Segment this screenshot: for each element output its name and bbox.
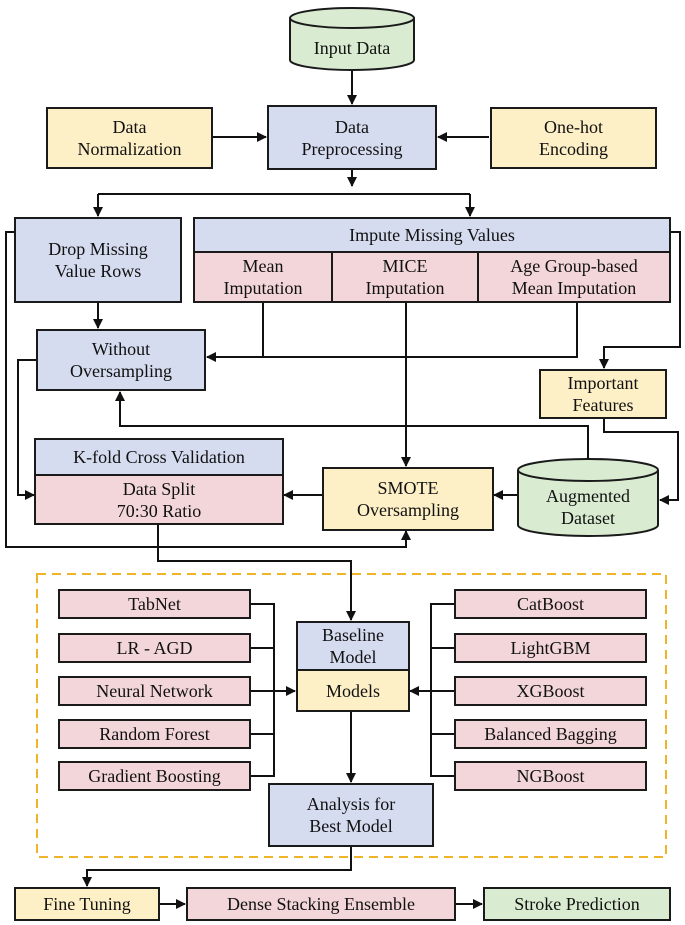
arrow-split-to-baseline <box>157 525 356 621</box>
important-features-box: Important Features <box>539 369 667 419</box>
arrow-analysis-to-finetuning <box>82 847 352 887</box>
arrow-without-to-split <box>17 359 36 500</box>
analysis-best-model-box: Analysis for Best Model <box>268 783 434 847</box>
fine-tuning-box: Fine Tuning <box>14 887 160 921</box>
stroke-prediction-box: Stroke Prediction <box>483 887 671 921</box>
model-box-right-1: CatBoost <box>454 589 647 619</box>
models-box: Models <box>296 669 410 712</box>
augmented-dataset-cylinder <box>517 458 659 537</box>
mean-imputation-box: Mean Imputation <box>193 251 333 303</box>
model-box-right-5: NGBoost <box>454 761 647 791</box>
baseline-model-box: Baseline Model <box>296 621 410 671</box>
impute-missing-values-box: Impute Missing Values <box>193 217 671 253</box>
model-region-dashed-border <box>36 573 667 858</box>
kfold-cross-validation-box: K-fold Cross Validation <box>34 438 284 476</box>
data-normalization-box: Data Normalization <box>46 107 213 169</box>
model-box-left-1: TabNet <box>58 589 251 619</box>
model-box-right-4: Balanced Bagging <box>454 719 647 749</box>
arrow-drop-to-smote <box>5 231 411 548</box>
model-box-right-3: XGBoost <box>454 676 647 706</box>
arrow-imputations-to-without <box>206 303 578 362</box>
arrow-features-to-augmented <box>603 418 679 505</box>
model-box-left-5: Gradient Boosting <box>58 761 251 791</box>
arrow-augmented-to-without <box>115 391 589 459</box>
drop-missing-rows-box: Drop Missing Value Rows <box>14 217 182 303</box>
mice-imputation-box: MICE Imputation <box>331 251 479 303</box>
smote-oversampling-box: SMOTE Oversampling <box>322 467 494 531</box>
without-oversampling-box: Without Oversampling <box>36 329 206 391</box>
data-preprocessing-box: Data Preprocessing <box>267 105 437 170</box>
model-box-right-2: LightGBM <box>454 633 647 663</box>
augmented-dataset-label: Augmented Dataset <box>546 486 630 528</box>
dense-stacking-ensemble-box: Dense Stacking Ensemble <box>186 887 456 921</box>
input-data-label: Input Data <box>313 38 391 58</box>
one-hot-encoding-box: One-hot Encoding <box>490 107 657 169</box>
age-group-imputation-box: Age Group-based Mean Imputation <box>477 251 671 303</box>
model-box-left-2: LR - AGD <box>58 633 251 663</box>
input-data-cylinder <box>289 7 415 71</box>
model-box-left-3: Neural Network <box>58 676 251 706</box>
data-split-box: Data Split 70:30 Ratio <box>34 474 284 525</box>
model-box-left-4: Random Forest <box>58 719 251 749</box>
